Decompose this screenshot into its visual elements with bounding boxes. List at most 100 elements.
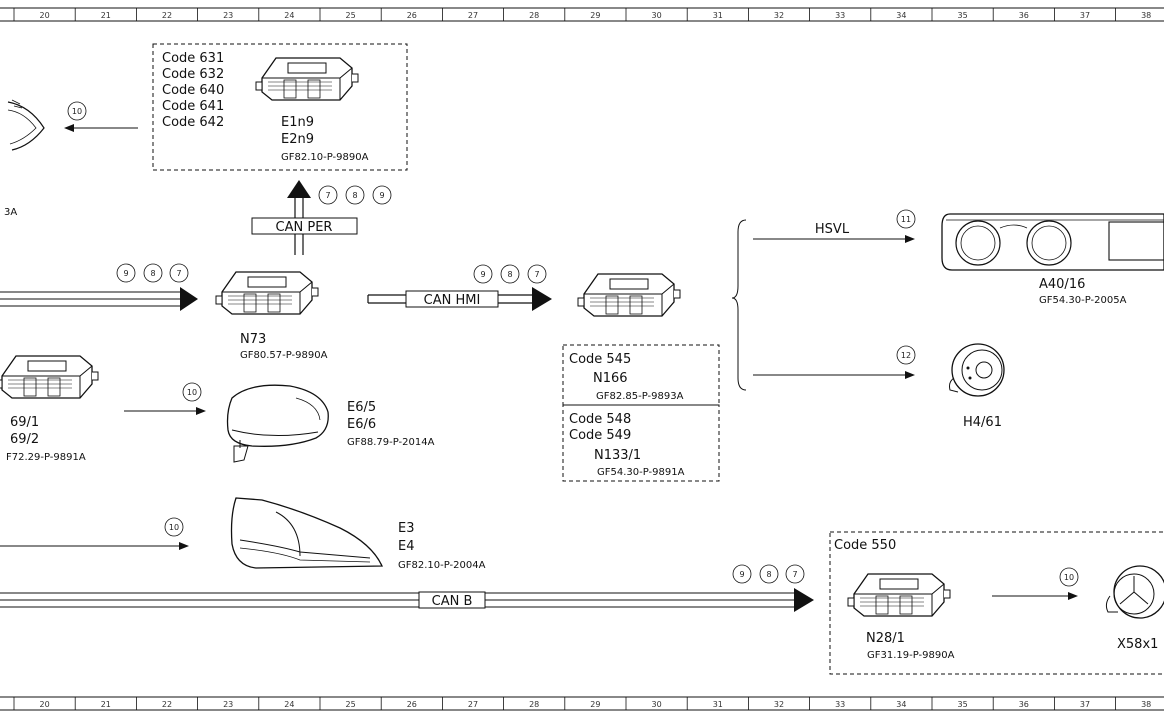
signal-10-top: 10 xyxy=(67,101,87,121)
ruler-number: 31 xyxy=(713,11,723,20)
n73-input-signals: 9 8 7 xyxy=(116,263,189,283)
signal-10-bottom: 10 xyxy=(1059,567,1079,587)
svg-text:7: 7 xyxy=(176,269,181,278)
taillight-icon xyxy=(230,497,384,569)
ruler-number: 23 xyxy=(223,11,233,20)
branch-brace xyxy=(731,219,747,391)
left-module-label-2: 69/2 xyxy=(10,432,39,447)
svg-text:11: 11 xyxy=(901,215,911,224)
ruler-number: 27 xyxy=(468,700,478,709)
code-631: Code 631 xyxy=(162,51,224,66)
e4-label: E4 xyxy=(398,539,415,554)
ruler-number: 26 xyxy=(407,700,417,709)
code-550: Code 550 xyxy=(834,538,896,553)
e2n9-label: E2n9 xyxy=(281,132,314,147)
e1n9-module-icon xyxy=(255,57,359,101)
ruler-number: 21 xyxy=(101,700,111,709)
svg-text:7: 7 xyxy=(325,191,330,200)
e1n9-label: E1n9 xyxy=(281,115,314,130)
n28-1-ref: GF31.19-P-9890A xyxy=(867,650,955,661)
ruler-number: 38 xyxy=(1141,700,1151,709)
e6-6-label: E6/6 xyxy=(347,417,376,432)
svg-text:8: 8 xyxy=(766,570,771,579)
instrument-cluster-icon xyxy=(941,213,1164,271)
ruler-number: 32 xyxy=(774,11,784,20)
ruler-number: 31 xyxy=(713,700,723,709)
ruler-number: 34 xyxy=(896,700,906,709)
svg-text:10: 10 xyxy=(72,107,82,116)
ruler-number: 24 xyxy=(284,700,294,709)
e3-label: E3 xyxy=(398,521,415,536)
ruler-number: 35 xyxy=(958,700,968,709)
svg-text:8: 8 xyxy=(150,269,155,278)
ruler-number: 33 xyxy=(835,11,845,20)
signal-12: 12 xyxy=(896,345,916,365)
top-box-ref: GF82.10-P-9890A xyxy=(281,152,369,163)
can-hmi-line: CAN HMI xyxy=(367,287,552,311)
ruler-number: 28 xyxy=(529,11,539,20)
left-module-ref: F72.29-P-9891A xyxy=(6,452,86,463)
n28-1-label: N28/1 xyxy=(866,631,905,646)
can-per-signals: 7 8 9 xyxy=(318,185,392,205)
ruler-number: 29 xyxy=(590,700,600,709)
ruler-number: 25 xyxy=(346,700,356,709)
hmi-module-icon xyxy=(577,273,681,317)
signal-11: 11 xyxy=(896,209,916,229)
hsvl-label: HSVL xyxy=(815,222,850,237)
code-641: Code 641 xyxy=(162,99,224,114)
n133-1-ref: GF54.30-P-9891A xyxy=(597,467,685,478)
ruler-number: 24 xyxy=(284,11,294,20)
n133-1-label: N133/1 xyxy=(594,448,641,463)
svg-text:8: 8 xyxy=(507,270,512,279)
n28-1-module-icon xyxy=(847,573,951,617)
connector-icon xyxy=(1105,565,1164,619)
svg-text:7: 7 xyxy=(792,570,797,579)
code-549: Code 549 xyxy=(569,428,631,443)
ruler-number: 30 xyxy=(652,700,662,709)
speaker-icon xyxy=(949,343,1005,397)
ruler-number: 37 xyxy=(1080,11,1090,20)
ruler-number: 33 xyxy=(835,700,845,709)
can-hmi-label: CAN HMI xyxy=(424,293,481,308)
svg-text:9: 9 xyxy=(379,191,384,200)
code-550-box: Code 550 N28/1 GF31.19-P-9890A 10 X58x1 xyxy=(829,531,1164,675)
ruler-number: 23 xyxy=(223,700,233,709)
ruler-number: 25 xyxy=(346,11,356,20)
n166-label: N166 xyxy=(593,371,628,386)
ruler-number: 21 xyxy=(101,11,111,20)
left-module-icon xyxy=(0,355,99,399)
svg-text:8: 8 xyxy=(352,191,357,200)
a40-16-label: A40/16 xyxy=(1039,277,1085,292)
svg-text:9: 9 xyxy=(123,269,128,278)
can-per-label: CAN PER xyxy=(276,220,333,235)
svg-text:10: 10 xyxy=(1064,573,1074,582)
can-b-line: CAN B xyxy=(0,588,814,612)
code-548-box: Code 548 Code 549 N133/1 GF54.30-P-9891A xyxy=(562,404,720,482)
ruler-number: 28 xyxy=(529,700,539,709)
code-642: Code 642 xyxy=(162,115,224,130)
mirror-ref: GF88.79-P-2014A xyxy=(347,437,435,448)
headlamp-partial-icon xyxy=(7,99,45,151)
svg-text:9: 9 xyxy=(739,570,744,579)
n73-ref: GF80.57-P-9890A xyxy=(240,350,328,361)
ruler-number: 20 xyxy=(40,11,50,20)
n73-label: N73 xyxy=(240,332,266,347)
ruler-number: 35 xyxy=(958,11,968,20)
left-module-label-1: 69/1 xyxy=(10,415,39,430)
svg-text:12: 12 xyxy=(901,351,911,360)
ruler-number: 22 xyxy=(162,700,172,709)
ruler-number: 32 xyxy=(774,700,784,709)
can-b-label: CAN B xyxy=(432,594,473,609)
e6-5-label: E6/5 xyxy=(347,400,376,415)
code-632: Code 632 xyxy=(162,67,224,82)
can-hmi-signals: 9 8 7 xyxy=(473,264,547,284)
a40-16-ref: GF54.30-P-2005A xyxy=(1039,295,1127,306)
left-partial-label: 3A xyxy=(4,207,17,218)
svg-text:10: 10 xyxy=(187,388,197,397)
code-548: Code 548 xyxy=(569,412,631,427)
ruler-number: 29 xyxy=(590,11,600,20)
signal-10-taillight: 10 xyxy=(164,517,184,537)
